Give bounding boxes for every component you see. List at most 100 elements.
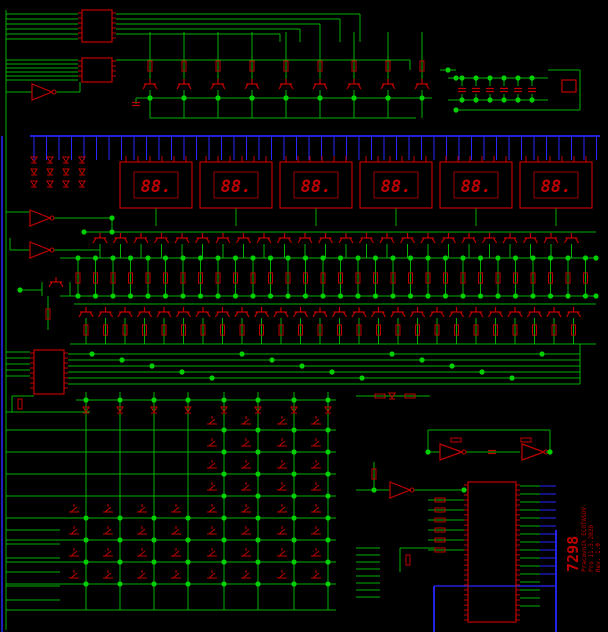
transistor (379, 233, 395, 244)
keypad-switch (103, 526, 113, 535)
junction (117, 397, 123, 403)
junction (291, 471, 297, 477)
junction (215, 255, 221, 261)
junction (75, 255, 81, 261)
keypad-switch (137, 548, 147, 557)
junction (442, 255, 449, 261)
ic-chip (81, 57, 113, 83)
junction (299, 363, 305, 369)
junction (92, 293, 99, 299)
junction (325, 493, 331, 499)
resistor (239, 324, 245, 336)
resistor (268, 272, 273, 284)
keypad-switch (311, 504, 321, 513)
resistor (513, 272, 518, 284)
junction (291, 397, 297, 403)
resistor (520, 437, 532, 443)
diode (150, 406, 158, 414)
keypad-switch (277, 548, 287, 557)
resistor (473, 324, 479, 336)
junction (325, 559, 331, 565)
ic-chip (467, 481, 517, 623)
junction (425, 255, 431, 261)
keypad-switch (171, 526, 181, 535)
keypad-switch (311, 482, 321, 491)
transistor (97, 307, 114, 318)
resistor (17, 398, 23, 410)
junction (110, 255, 116, 261)
resistor (373, 272, 378, 284)
junction (453, 107, 459, 113)
resistor (356, 324, 362, 336)
junction (232, 293, 239, 299)
junction (547, 293, 554, 299)
junction (593, 293, 599, 299)
keypad-switch (241, 482, 251, 491)
junction (473, 75, 479, 81)
junction (221, 427, 227, 433)
resistor (495, 272, 501, 284)
junction (285, 293, 291, 299)
junction (197, 293, 204, 299)
keypad-switch (277, 504, 287, 513)
junction (232, 255, 239, 261)
resistor (376, 324, 381, 336)
diode (78, 180, 86, 188)
junction (501, 97, 507, 103)
junction (582, 255, 589, 261)
buffer-gate (29, 241, 52, 259)
junction (425, 449, 431, 455)
keypad-switch (69, 504, 79, 513)
junction (221, 581, 227, 587)
resistor (220, 324, 225, 336)
resistor (198, 272, 203, 284)
junction (337, 255, 344, 261)
transistor (399, 233, 416, 244)
junction (255, 427, 261, 433)
wire-network (5, 10, 596, 630)
junction (249, 95, 255, 101)
diode (46, 156, 54, 164)
junction (487, 97, 493, 103)
resistor (434, 324, 440, 336)
ic-chip (33, 349, 65, 395)
junction (593, 255, 599, 261)
resistor (551, 324, 557, 336)
transistor (502, 233, 518, 244)
junction (185, 397, 191, 403)
junction (390, 293, 396, 299)
junction (385, 95, 391, 101)
diode (220, 406, 228, 414)
display-window (213, 171, 259, 199)
transistor (312, 307, 328, 318)
junction (291, 515, 297, 521)
keypad-switch (241, 504, 251, 513)
display-frame (359, 161, 433, 209)
junction (221, 397, 227, 403)
resistor (460, 272, 466, 284)
transistor (215, 233, 231, 244)
keypad-switch (103, 548, 113, 557)
keypad-switch (241, 548, 251, 557)
keypad-switch (241, 526, 251, 535)
capacitor (486, 87, 494, 93)
keypad-switch (277, 460, 287, 469)
junction (291, 449, 297, 455)
title-block: 7298 Pracovník ECOTASOV Pro 11.3.2020 Re… (564, 507, 602, 572)
junction (512, 255, 519, 261)
components (17, 9, 588, 623)
junction (83, 515, 89, 521)
resistor (443, 272, 448, 284)
display-module: 88. (439, 156, 513, 209)
resistor (147, 60, 153, 72)
junction (147, 95, 153, 101)
display-reading: 88. (301, 177, 332, 197)
junction (461, 487, 467, 493)
junction (325, 427, 331, 433)
inverter-bubble (49, 247, 55, 253)
junction (547, 255, 554, 261)
junction (419, 95, 425, 101)
resistor (250, 272, 256, 284)
keypad-switch (311, 526, 321, 535)
transistor (234, 307, 250, 318)
